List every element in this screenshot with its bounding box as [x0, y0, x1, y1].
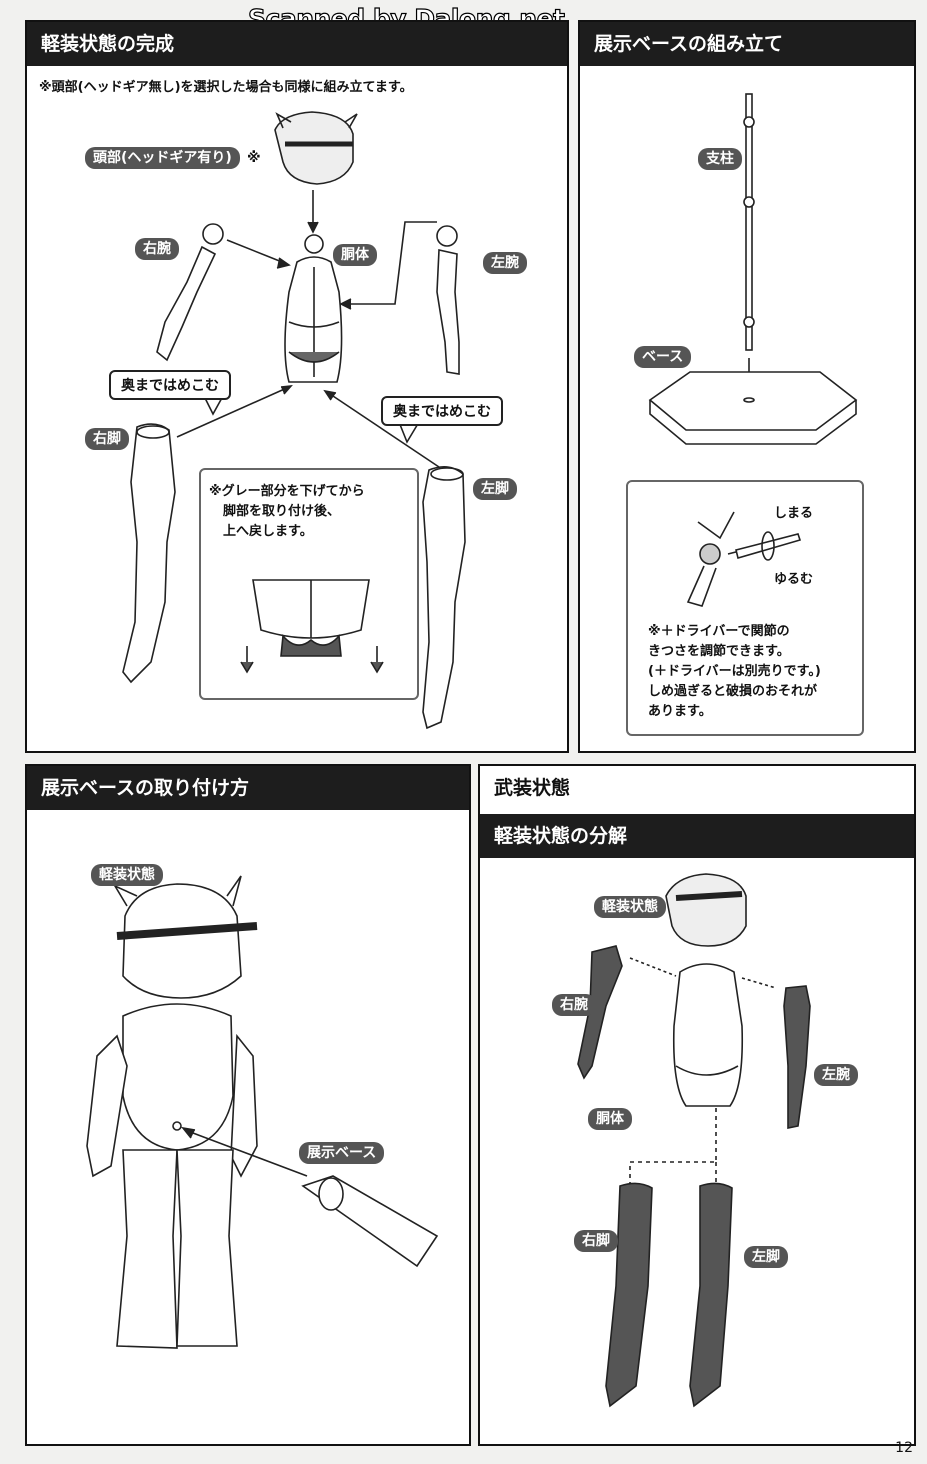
- label-torso: 胴体: [333, 244, 377, 266]
- section-subtitle-disassembly: 軽装状態の分解: [480, 814, 914, 858]
- panel-stand-assembly: 展示ベースの組み立て 支柱 ベース しまる ゆるむ ※＋ドライバーで関節の きつ: [578, 20, 916, 753]
- label-loosen: ゆるむ: [774, 572, 814, 587]
- detail-note-1: ※グレー部分を下げてから: [209, 484, 365, 499]
- detail-note-3: 上へ戻します。: [223, 524, 313, 539]
- section-title-armed: 武装状態: [480, 766, 914, 810]
- label-left-arm: 左腕: [483, 252, 527, 274]
- section-title-light: 軽装状態の完成: [27, 22, 567, 66]
- label-base: ベース: [634, 346, 692, 368]
- panel-armed: 武装状態 軽装状態の分解 軽装状態 右腕 左腕 胴体 右脚 左脚: [478, 764, 916, 1446]
- stand-note-1: ※＋ドライバーで関節の: [648, 624, 790, 639]
- label-display-base: 展示ベース: [299, 1142, 385, 1164]
- leg-attach-detail-box: ※グレー部分を下げてから 脚部を取り付け後、 上へ戻します。: [199, 468, 419, 700]
- callout-insert-fully-2: 奥まではめこむ: [381, 396, 503, 426]
- page-number: 12: [895, 1440, 913, 1456]
- label-armed-right-leg: 右脚: [574, 1230, 618, 1252]
- label-armed-left-arm: 左腕: [814, 1064, 858, 1086]
- joint-screw-illustration: [686, 511, 802, 607]
- light-note: ※頭部(ヘッドギア無し)を選択した場合も同様に組み立てます。: [39, 80, 413, 95]
- stand-note-3: (＋ドライバーは別売りです。): [648, 664, 821, 679]
- label-left-leg: 左脚: [473, 478, 517, 500]
- label-armed-right-arm: 右腕: [552, 994, 596, 1016]
- label-head-mark: ※: [247, 150, 261, 166]
- section-title-attach: 展示ベースの取り付け方: [27, 766, 469, 810]
- light-assembly-illustration: [122, 111, 466, 730]
- label-light-state: 軽装状態: [91, 864, 163, 886]
- label-head: 頭部(ヘッドギア有り): [85, 147, 240, 169]
- panel-stand-attach: 展示ベースの取り付け方 軽装状態 展示ベース: [25, 764, 471, 1446]
- stand-illustration: [648, 93, 858, 445]
- panel-light-complete: 軽装状態の完成 ※頭部(ヘッドギア無し)を選択した場合も同様に組み立てます。: [25, 20, 569, 753]
- section-title-stand: 展示ベースの組み立て: [580, 22, 914, 66]
- screw-adjust-box: しまる ゆるむ ※＋ドライバーで関節の きつさを調節できます。 (＋ドライバーは…: [626, 480, 864, 736]
- label-armed-torso: 胴体: [588, 1108, 632, 1130]
- stand-note-4: しめ過ぎると破損のおそれが: [648, 684, 818, 699]
- label-armed-light-state: 軽装状態: [594, 896, 666, 918]
- label-pillar: 支柱: [698, 148, 742, 170]
- label-tighten: しまる: [774, 506, 814, 521]
- callout-insert-fully-1: 奥まではめこむ: [109, 370, 231, 400]
- lower-torso-illustration: [240, 579, 384, 674]
- label-armed-left-leg: 左脚: [744, 1246, 788, 1268]
- label-right-arm: 右腕: [135, 238, 179, 260]
- back-view-illustration: [86, 875, 439, 1349]
- stand-note-5: あります。: [648, 704, 712, 719]
- stand-note-2: きつさを調節できます。: [648, 644, 790, 659]
- detail-note-2: 脚部を取り付け後、: [223, 504, 341, 519]
- label-right-leg: 右脚: [85, 428, 129, 450]
- disassembly-illustration: [577, 873, 811, 1408]
